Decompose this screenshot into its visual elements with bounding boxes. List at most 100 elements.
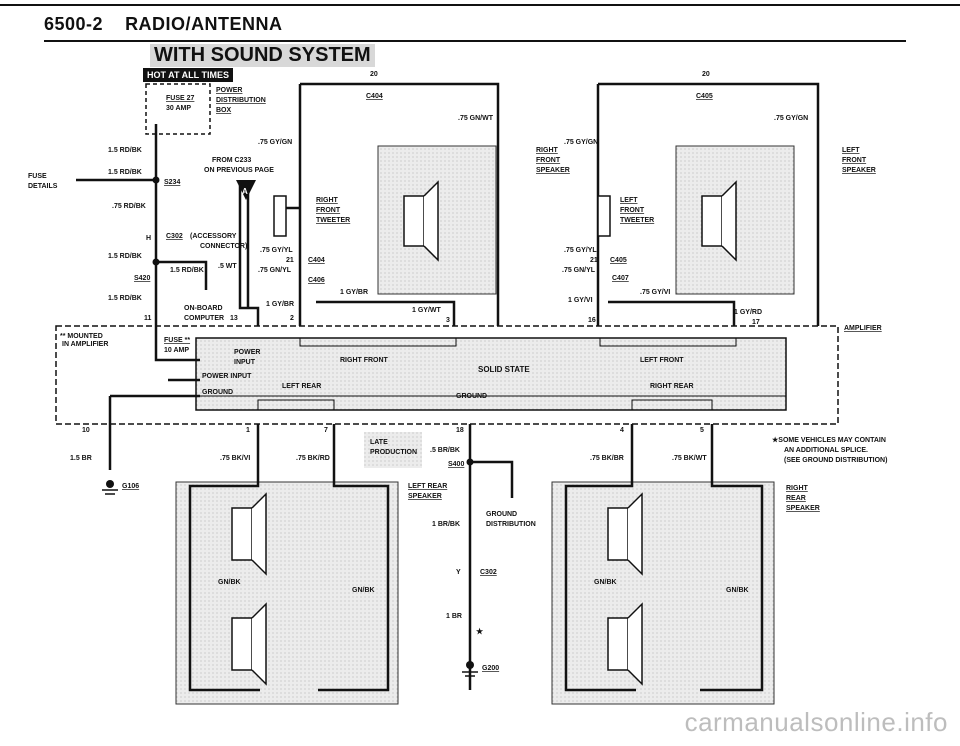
speaker-symbols [231, 180, 737, 686]
label-br15: 1.5 BR [70, 455, 92, 462]
label-from-c233-2: ON PREVIOUS PAGE [204, 167, 274, 174]
label-pin-11: 11 [144, 315, 152, 322]
left-rear-speaker-box [175, 481, 399, 705]
label-rdbk4: 1.5 RD/BK [170, 267, 204, 274]
label-c302-top: C302 [166, 233, 183, 240]
label-gyrd: 1 GY/RD [734, 309, 762, 316]
label-note-3: (SEE GROUND DISTRIBUTION) [784, 457, 887, 464]
label-mounted-2: IN AMPLIFIER [62, 341, 108, 348]
label-fuse27: FUSE 27 [166, 95, 195, 102]
label-gnbk-l1: GN/BK [218, 579, 241, 586]
label-gd-1: GROUND [486, 511, 517, 518]
label-pin21-l: 21 [286, 257, 294, 264]
label-pin-1: 1 [246, 427, 250, 434]
label-gnyl-r: .75 GN/YL [562, 267, 596, 274]
section-title: RADIO/ANTENNA [125, 14, 283, 34]
label-power-input-1: POWER [234, 349, 260, 356]
label-fuse-amp: FUSE ** [164, 337, 190, 344]
label-c406: C406 [308, 277, 325, 284]
label-pin-17: 17 [752, 319, 760, 326]
label-wt5: .5 WT [218, 263, 237, 270]
label-gybr: 1 GY/BR [340, 289, 368, 296]
label-lfs-2: FRONT [842, 157, 867, 164]
label-pin-10: 10 [82, 427, 90, 434]
label-g200: G200 [482, 665, 499, 672]
label-rdbk-75: .75 RD/BK [112, 203, 146, 210]
power-distribution-box [145, 83, 211, 135]
label-lrs-1: LEFT REAR [408, 483, 447, 490]
label-power-dist-2: DISTRIBUTION [216, 97, 266, 104]
label-power-dist-3: BOX [216, 107, 232, 114]
label-gyvi-r: .75 GY/VI [640, 289, 670, 296]
connector-a: A [242, 187, 248, 196]
label-bkrd: .75 BK/RD [296, 455, 330, 462]
label-pin-18: 18 [456, 427, 464, 434]
label-gnbk-r1: GN/BK [594, 579, 617, 586]
label-c405-top: C405 [696, 93, 713, 100]
ground-symbols [102, 489, 478, 677]
label-pin-13: 13 [230, 315, 238, 322]
label-c302-bot: C302 [480, 569, 497, 576]
label-c405-mid: C405 [610, 257, 627, 264]
label-gnbk-r2: GN/BK [726, 587, 749, 594]
label-gnbk-l2: GN/BK [352, 587, 375, 594]
label-c404-mid: C404 [308, 257, 325, 264]
label-h: H [146, 235, 151, 242]
label-y: Y [456, 569, 461, 576]
label-rdbk2: 1.5 RD/BK [108, 169, 142, 176]
label-onboard-2: COMPUTER [184, 315, 224, 322]
label-fuse-details-1: FUSE [28, 173, 47, 180]
amplifier-internals [200, 338, 786, 410]
label-ground-bus: GROUND [456, 393, 487, 400]
page-number: 6500-2 [44, 14, 104, 34]
label-amp30: 30 AMP [166, 105, 191, 112]
label-power-input-2: INPUT [234, 359, 256, 366]
label-left-rear: LEFT REAR [282, 383, 321, 390]
label-gygn-r1: .75 GY/GN [774, 115, 808, 122]
label-gnyl-l: .75 GN/YL [258, 267, 292, 274]
label-ground-in: GROUND [202, 389, 233, 396]
label-rdbk1: 1.5 RD/BK [108, 147, 142, 154]
label-s420: S420 [134, 275, 150, 282]
label-rfs-2: FRONT [536, 157, 561, 164]
label-gnwt: .75 GN/WT [458, 115, 494, 122]
label-left-front: LEFT FRONT [640, 357, 684, 364]
label-rft-2: FRONT [316, 207, 341, 214]
label-pin-5: 5 [700, 427, 704, 434]
label-accessory-2: CONNECTOR) [200, 243, 247, 250]
amplifier-box [195, 337, 787, 411]
label-gygn-r2: .75 GY/GN [564, 139, 598, 146]
label-rdbk3: 1.5 RD/BK [108, 253, 142, 260]
label-c407: C407 [612, 275, 629, 282]
label-star: ★ [476, 627, 484, 636]
label-rrs-2: REAR [786, 495, 806, 502]
label-mounted-1: ** MOUNTED [60, 333, 103, 340]
label-c404-top: C404 [366, 93, 383, 100]
label-power-dist-1: POWER [216, 87, 242, 94]
watermark: carmanualsonline.info [684, 707, 948, 737]
label-lft-1: LEFT [620, 197, 638, 204]
label-lrs-2: SPEAKER [408, 493, 442, 500]
diagram-labels: FUSE 27 30 AMP POWER DISTRIBUTION BOX 1.… [28, 71, 887, 672]
label-rft-3: TWEETER [316, 217, 350, 224]
late-production-box [364, 432, 422, 468]
label-rrs-3: SPEAKER [786, 505, 820, 512]
label-pin-4: 4 [620, 427, 624, 434]
label-s400: S400 [448, 461, 464, 468]
label-late-2: PRODUCTION [370, 449, 417, 456]
label-br1: 1 BR [446, 613, 462, 620]
label-g106: G106 [122, 483, 139, 490]
label-pin-2: 2 [290, 315, 294, 322]
label-solid-state: SOLID STATE [478, 365, 530, 374]
label-pin20-l: 20 [370, 71, 378, 78]
label-amp10: 10 AMP [164, 347, 189, 354]
label-s234: S234 [164, 179, 180, 186]
label-brbk5: .5 BR/BK [430, 447, 460, 454]
label-lfs-1: LEFT [842, 147, 860, 154]
label-pin-7: 7 [324, 427, 328, 434]
label-power-input-3: POWER INPUT [202, 373, 252, 380]
right-rear-speaker-box [551, 481, 775, 705]
label-rfs-3: SPEAKER [536, 167, 570, 174]
label-from-c233-1: FROM C233 [212, 157, 251, 164]
